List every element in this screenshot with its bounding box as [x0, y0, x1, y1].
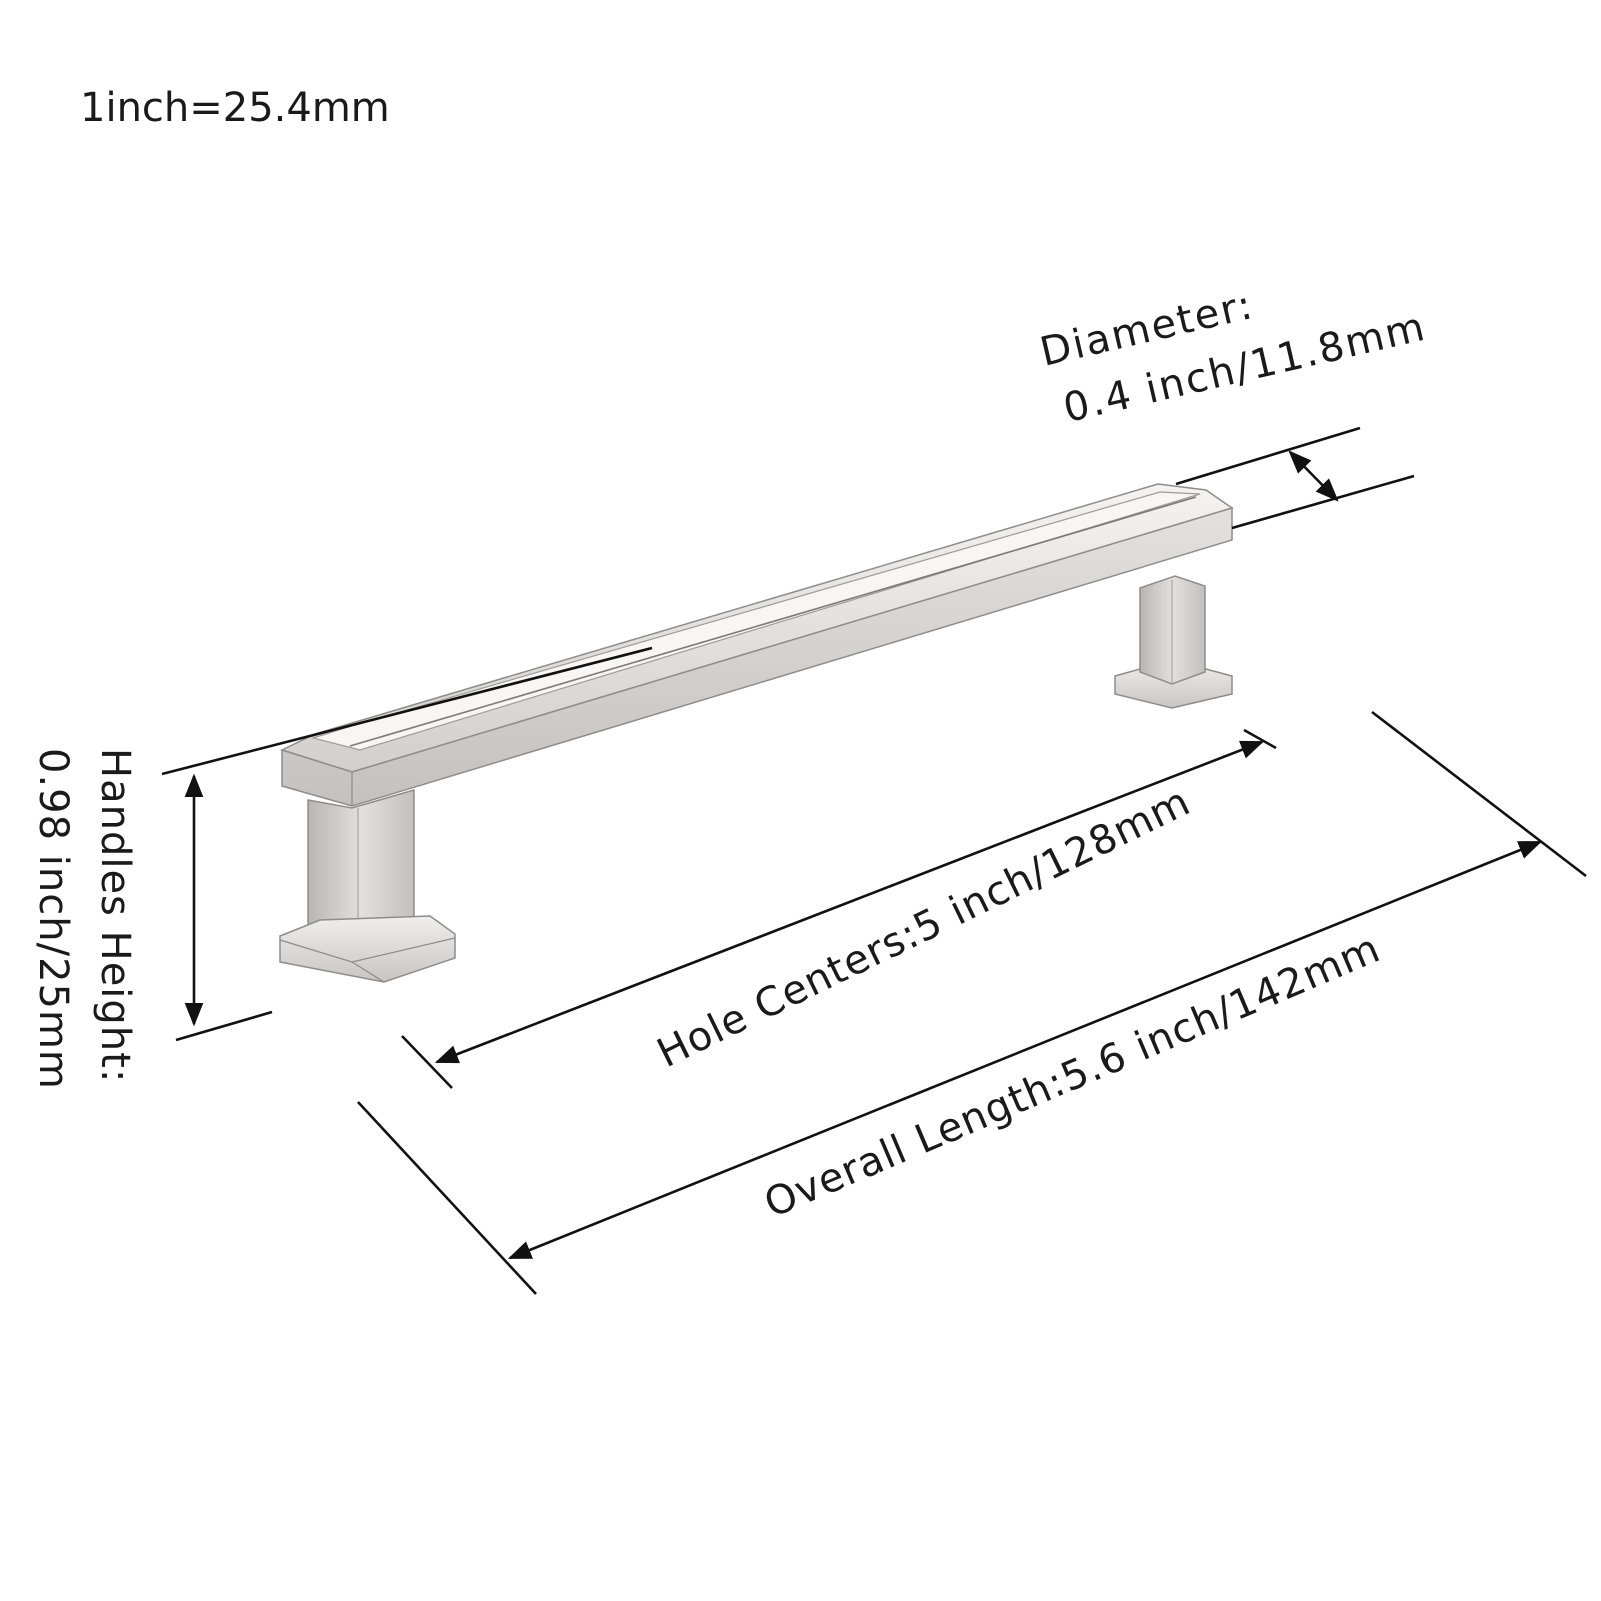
height-extension-bottom [175, 1010, 273, 1042]
overall-length-arrow [507, 840, 1543, 1260]
height-label-line2: 0.98 inch/25mm [30, 748, 76, 1090]
bar-raised-strip [310, 491, 1201, 751]
right-leg [1114, 575, 1233, 709]
height-label-line1: Handles Height: [92, 748, 138, 1083]
conversion-note: 1inch=25.4mm [80, 85, 390, 131]
overall-length-extension-left [357, 1101, 537, 1295]
dimension-lines [161, 426, 1587, 1295]
diameter-extension-top [1175, 426, 1361, 486]
hole-centers-arrow [434, 740, 1265, 1064]
overall-length-extension-right [1371, 710, 1587, 878]
height-label: Handles Height: 0.98 inch/25mm [30, 748, 138, 1090]
diameter-extension-bottom [1231, 474, 1415, 530]
height-extension-top [161, 646, 653, 776]
diameter-arrow [1288, 450, 1339, 502]
hole-centers-tick-right [1243, 728, 1277, 750]
bar-front-face [281, 506, 1233, 807]
hole-centers-tick-left [401, 1035, 453, 1089]
diameter-label: Diameter: 0.4 inch/11.8mm [1036, 282, 1431, 432]
left-leg [279, 789, 456, 983]
handle-illustration [279, 483, 1234, 983]
